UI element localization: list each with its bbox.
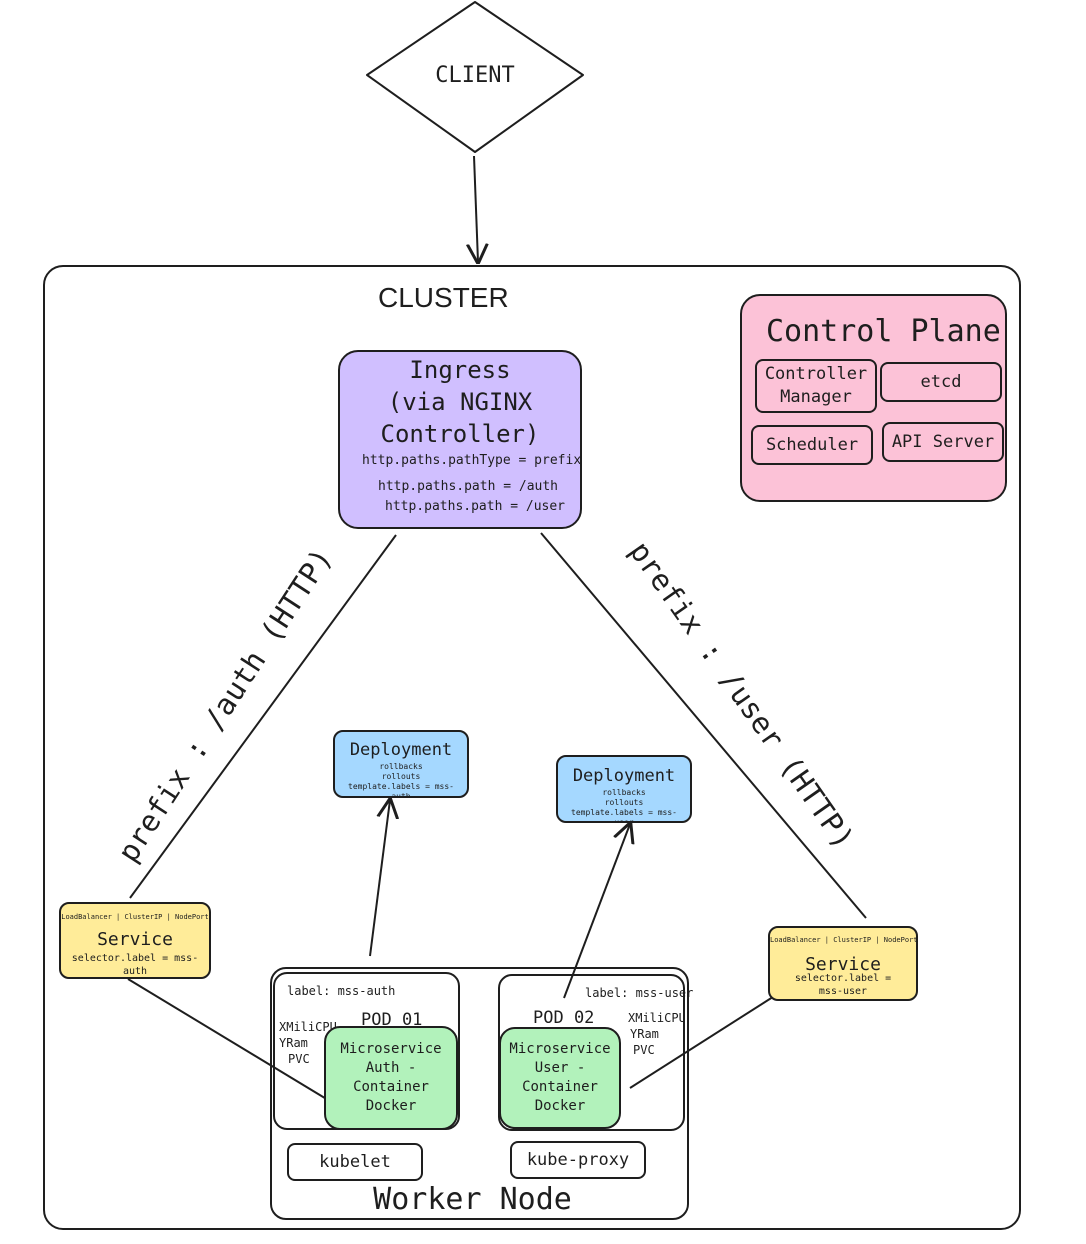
service-user-box: LoadBalancer | ClusterIP | NodePort Serv… — [768, 926, 918, 1001]
etcd-box: etcd — [880, 362, 1002, 402]
kubelet-label: kubelet — [319, 1152, 391, 1172]
container-auth-line: Docker — [365, 1098, 417, 1114]
deployment-auth-title: Deployment — [349, 740, 453, 760]
control-plane: Control Plane Controller Manager etcd Sc… — [740, 294, 1007, 502]
worker-node-title: Worker Node — [373, 1182, 572, 1217]
container-user-line: Container — [522, 1079, 598, 1095]
service-user-selector: selector.label = mss-user — [794, 973, 892, 997]
pod-auth-box: label: mss-auth POD 01 XMiliCPU YRam PVC — [273, 972, 460, 1130]
controller-manager-label: Controller Manager — [764, 364, 868, 407]
container-auth-line: Auth - — [365, 1060, 417, 1076]
service-user-types: LoadBalancer | ClusterIP | NodePort — [770, 936, 918, 944]
deployment-user-detail: rollouts — [604, 798, 644, 807]
scheduler-box: Scheduler — [751, 425, 873, 465]
service-auth-title: Service — [97, 929, 173, 950]
ingress-title-line: Ingress — [409, 356, 511, 384]
controller-manager-box: Controller Manager — [755, 359, 877, 413]
pod-user-name: POD 02 — [533, 1008, 595, 1028]
deployment-user-title: Deployment — [572, 766, 676, 786]
ingress-title: Ingress (via NGINX Controller) — [340, 354, 580, 450]
pod-user-resource: YRam — [630, 1027, 659, 1041]
service-auth-pod-link — [127, 978, 339, 1107]
container-user-line: User - — [534, 1060, 586, 1076]
service-auth-box: LoadBalancer | ClusterIP | NodePort Serv… — [59, 902, 211, 979]
pod-auth-resource: PVC — [288, 1052, 310, 1066]
client-label: CLIENT — [435, 62, 515, 88]
worker-node-box — [270, 967, 689, 1220]
deployment-auth-detail: rollbacks — [379, 762, 423, 771]
container-auth-line: Microservice — [340, 1041, 442, 1057]
control-plane-title: Control Plane — [766, 314, 1001, 349]
kube-proxy-box: kube-proxy — [510, 1141, 646, 1179]
pod-user-label: label: mss-user — [585, 986, 694, 1000]
deployment-auth-box: Deployment rollbacks rollouts template.l… — [333, 730, 469, 798]
pod-auth-deployment-arrow — [369, 800, 390, 957]
kube-proxy-label: kube-proxy — [526, 1150, 630, 1170]
ingress-user-link — [540, 532, 867, 919]
pod-auth-resource: YRam — [279, 1036, 308, 1050]
ingress-title-line: (via NGINX — [387, 388, 533, 416]
pod-auth-name: POD 01 — [361, 1010, 423, 1030]
container-auth-box: Microservice Auth - Container Docker — [324, 1026, 458, 1130]
client-diamond — [366, 1, 584, 153]
service-auth-selector: selector.label = mss-auth — [71, 953, 199, 977]
pod-user-resources: XMiliCPU YRam PVC — [628, 1010, 686, 1058]
client-cluster-arrow — [474, 155, 478, 262]
ingress-box: Ingress (via NGINX Controller) http.path… — [338, 350, 582, 529]
cluster-boundary — [43, 265, 1021, 1230]
scheduler-label: Scheduler — [765, 435, 859, 455]
deployment-auth-detail: template.labels = mss-auth — [348, 782, 454, 796]
container-user-box: Microservice User - Container Docker — [499, 1027, 621, 1129]
ingress-path-user: http.paths.path = /user — [385, 499, 566, 514]
pod-auth-resources: XMiliCPU YRam PVC — [279, 1019, 337, 1067]
container-auth-line: Container — [353, 1079, 429, 1095]
deployment-user-detail: rollbacks — [602, 788, 646, 797]
pod-auth-resource: XMiliCPU — [279, 1020, 337, 1034]
ingress-title-line: Controller) — [380, 420, 540, 448]
service-user-title: Service — [805, 954, 881, 975]
pod-user-deployment-arrow — [563, 824, 630, 999]
service-auth-types: LoadBalancer | ClusterIP | NodePort — [61, 913, 209, 921]
api-server-box: API Server — [882, 422, 1004, 462]
deployment-user-details: rollbacks rollouts template.labels = mss… — [568, 788, 680, 821]
deployment-auth-details: rollbacks rollouts template.labels = mss… — [345, 762, 457, 796]
ingress-path-type: http.paths.pathType = prefix — [362, 453, 582, 468]
pod-user-resource: PVC — [633, 1043, 655, 1057]
service-user-pod-link — [629, 994, 777, 1089]
pod-user-resource: XMiliCPU — [628, 1011, 686, 1025]
api-server-label: API Server — [891, 432, 995, 452]
ingress-path-auth: http.paths.path = /auth — [378, 479, 559, 494]
container-user-line: Microservice — [509, 1041, 611, 1057]
pod-auth-label: label: mss-auth — [287, 984, 396, 998]
deployment-auth-detail: rollouts — [381, 772, 421, 781]
deployment-user-box: Deployment rollbacks rollouts template.l… — [556, 755, 692, 823]
ingress-auth-link — [129, 534, 397, 899]
etcd-label: etcd — [920, 372, 962, 392]
kubelet-box: kubelet — [287, 1143, 423, 1181]
deployment-user-detail: template.labels = mss-user — [571, 808, 677, 821]
container-user-line: Docker — [534, 1098, 586, 1114]
cluster-title: CLUSTER — [378, 282, 509, 313]
